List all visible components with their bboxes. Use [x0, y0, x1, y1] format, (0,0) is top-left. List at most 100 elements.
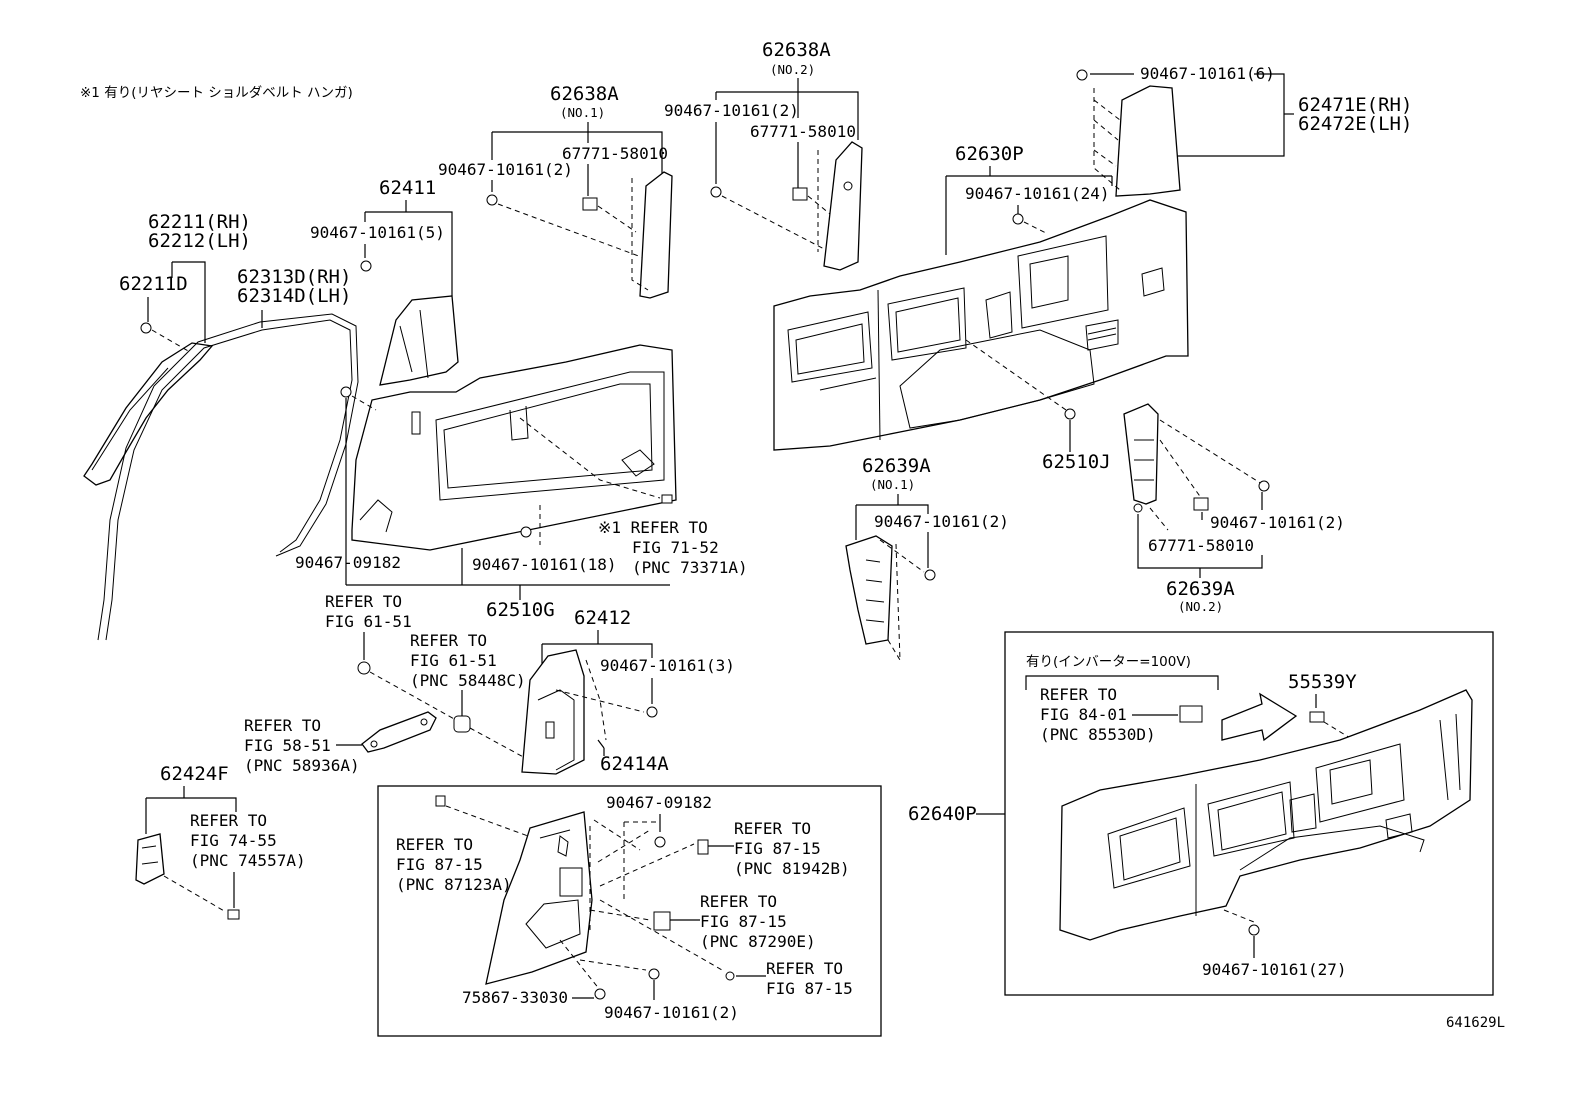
- ref10-line2: FIG 84-01: [1040, 705, 1127, 724]
- label-62639a-no2-clip-a: 90467-10161(2): [1210, 513, 1345, 532]
- ref9-line2: FIG 87-15: [766, 979, 853, 998]
- part-58936a-bracket: [361, 711, 437, 753]
- label-62211d: 62211D: [119, 273, 188, 295]
- ref3-line2: FIG 61-51: [410, 651, 497, 670]
- clip-62639a-no2-icon: [1258, 480, 1270, 492]
- outlet-85530d-icon: [1179, 705, 1203, 723]
- detail-box-62414a: [377, 785, 882, 1037]
- ref8-line1: REFER TO: [700, 892, 777, 911]
- part-62411-quarter-trim-upper: [379, 295, 459, 386]
- label-62638a-no1-clip-b: 67771-58010: [562, 144, 668, 163]
- ref3-line3: (PNC 58448C): [410, 671, 526, 690]
- part-62510g-quarter-trim: [351, 344, 677, 551]
- bolt-61-51-icon: [357, 661, 371, 675]
- ref9-line1: REFER TO: [766, 959, 843, 978]
- label-62638a-no2-suffix: (NO.2): [770, 62, 815, 77]
- cap-87123a-icon: [435, 795, 446, 807]
- ref6-line3: (PNC 87123A): [396, 875, 512, 894]
- ref6-line2: FIG 87-15: [396, 855, 483, 874]
- ref4-line1: REFER TO: [244, 716, 321, 735]
- clip-10161-2b-icon: [648, 968, 660, 980]
- ref10-line3: (PNC 85530D): [1040, 725, 1156, 744]
- part-62640p-side-panel-inverter: [1059, 689, 1473, 941]
- label-90467-10161-18: 90467-10161(18): [472, 555, 617, 574]
- label-62471e-rh: 62471E(RH): [1298, 94, 1412, 116]
- hanger-cap-icon: [661, 494, 673, 504]
- ref5-line2: FIG 74-55: [190, 831, 277, 850]
- label-62640p: 62640P: [908, 803, 977, 825]
- ref7-line2: FIG 87-15: [734, 839, 821, 858]
- inverter-note: 有り(インバーター=100V): [1026, 654, 1191, 670]
- ref6-line1: REFER TO: [396, 835, 473, 854]
- part-62471e-pillar-upper: [1093, 85, 1181, 197]
- label-62638a-no1-clip-a: 90467-10161(2): [438, 160, 573, 179]
- clip-67771-no2-icon: [792, 187, 808, 201]
- ref1-line1: ※1 REFER TO: [598, 518, 708, 537]
- label-62414a: 62414A: [600, 753, 669, 775]
- part-62638a-no2-pillar: [817, 141, 863, 271]
- ref8-line3: (PNC 87290E): [700, 932, 816, 951]
- ref7-line1: REFER TO: [734, 819, 811, 838]
- spacer-58448c-icon: [453, 715, 471, 733]
- clip-10161-27-icon: [1248, 924, 1260, 936]
- part-62424f-cover: [135, 833, 165, 885]
- label-62639a-no2-clip-b: 67771-58010: [1148, 536, 1254, 555]
- clip-62639a-no2b-icon: [1133, 503, 1143, 513]
- label-62411: 62411: [379, 177, 436, 199]
- clip-67771-no2b-icon: [1193, 497, 1209, 511]
- label-10161-27-clip: 90467-10161(27): [1202, 960, 1347, 979]
- grommet-62510j-icon: [1064, 408, 1076, 420]
- part-62313d-weatherstrip: [97, 313, 359, 641]
- label-62638a-no2-clip-a: 90467-10161(2): [664, 101, 799, 120]
- label-62424f: 62424F: [160, 763, 229, 785]
- arrow-icon: [1221, 692, 1298, 742]
- part-62412-lower-trim: [521, 649, 645, 775]
- clip-75867-icon: [594, 988, 606, 1000]
- label-62639a-no1-suffix: (NO.1): [870, 477, 915, 492]
- clip-09182b-icon: [654, 836, 666, 848]
- clip-10161-18-icon: [520, 526, 532, 538]
- clip-62639a-no1-icon: [924, 569, 936, 581]
- label-62638a-no2: 62638A: [762, 39, 831, 61]
- clip-67771-no1-icon: [582, 197, 598, 211]
- label-62639a-no2-suffix: (NO.2): [1178, 599, 1223, 614]
- label-62412: 62412: [574, 607, 631, 629]
- label-62313d-rh: 62313D(RH): [237, 266, 351, 288]
- ref4-line3: (PNC 58936A): [244, 756, 360, 775]
- label-62411-clip: 90467-10161(5): [310, 223, 445, 242]
- bulb-81942b-icon: [697, 839, 709, 855]
- label-62638a-no1-suffix: (NO.1): [560, 105, 605, 120]
- part-62211-a-pillar-garnish: [83, 342, 214, 486]
- label-62314d-lh: 62314D(LH): [237, 285, 351, 307]
- label-62630p-clip: 90467-10161(24): [965, 184, 1110, 203]
- cover-55539y-icon: [1309, 711, 1325, 723]
- screw-87-15-icon: [725, 971, 735, 981]
- diagram-code: 641629L: [1446, 1015, 1505, 1031]
- note-text: ※1 有り(リヤシート ショルダベルト ハンガ): [80, 85, 353, 101]
- ref2-line2: FIG 61-51: [325, 612, 412, 631]
- ref3-line1: REFER TO: [410, 631, 487, 650]
- clip-09182-icon: [340, 386, 352, 398]
- label-6247x-clip: 90467-10161(6): [1140, 64, 1275, 83]
- label-62639a-no1: 62639A: [862, 455, 931, 477]
- label-09182b-clip: 90467-09182: [606, 793, 712, 812]
- label-62472e-lh: 62472E(LH): [1298, 113, 1412, 135]
- label-62639a-no2: 62639A: [1166, 578, 1235, 600]
- ref1-line2: FIG 71-52: [632, 538, 719, 557]
- cap-74557a-icon: [227, 909, 240, 920]
- part-62639a-no1-pillar-lower: [845, 535, 925, 661]
- clip-62411-icon: [360, 260, 372, 272]
- label-90467-09182: 90467-09182: [295, 553, 401, 572]
- label-10161-2b-clip: 90467-10161(2): [604, 1003, 739, 1022]
- part-62639a-no2-pillar-lower: [1123, 403, 1263, 531]
- label-62630p: 62630P: [955, 143, 1024, 165]
- ref4-line2: FIG 58-51: [244, 736, 331, 755]
- ref5-line3: (PNC 74557A): [190, 851, 306, 870]
- clip-62211d-icon: [140, 322, 152, 334]
- ref2-line1: REFER TO: [325, 592, 402, 611]
- label-62638a-no1: 62638A: [550, 83, 619, 105]
- clip-62412-icon: [646, 706, 658, 718]
- label-62510j: 62510J: [1042, 451, 1111, 473]
